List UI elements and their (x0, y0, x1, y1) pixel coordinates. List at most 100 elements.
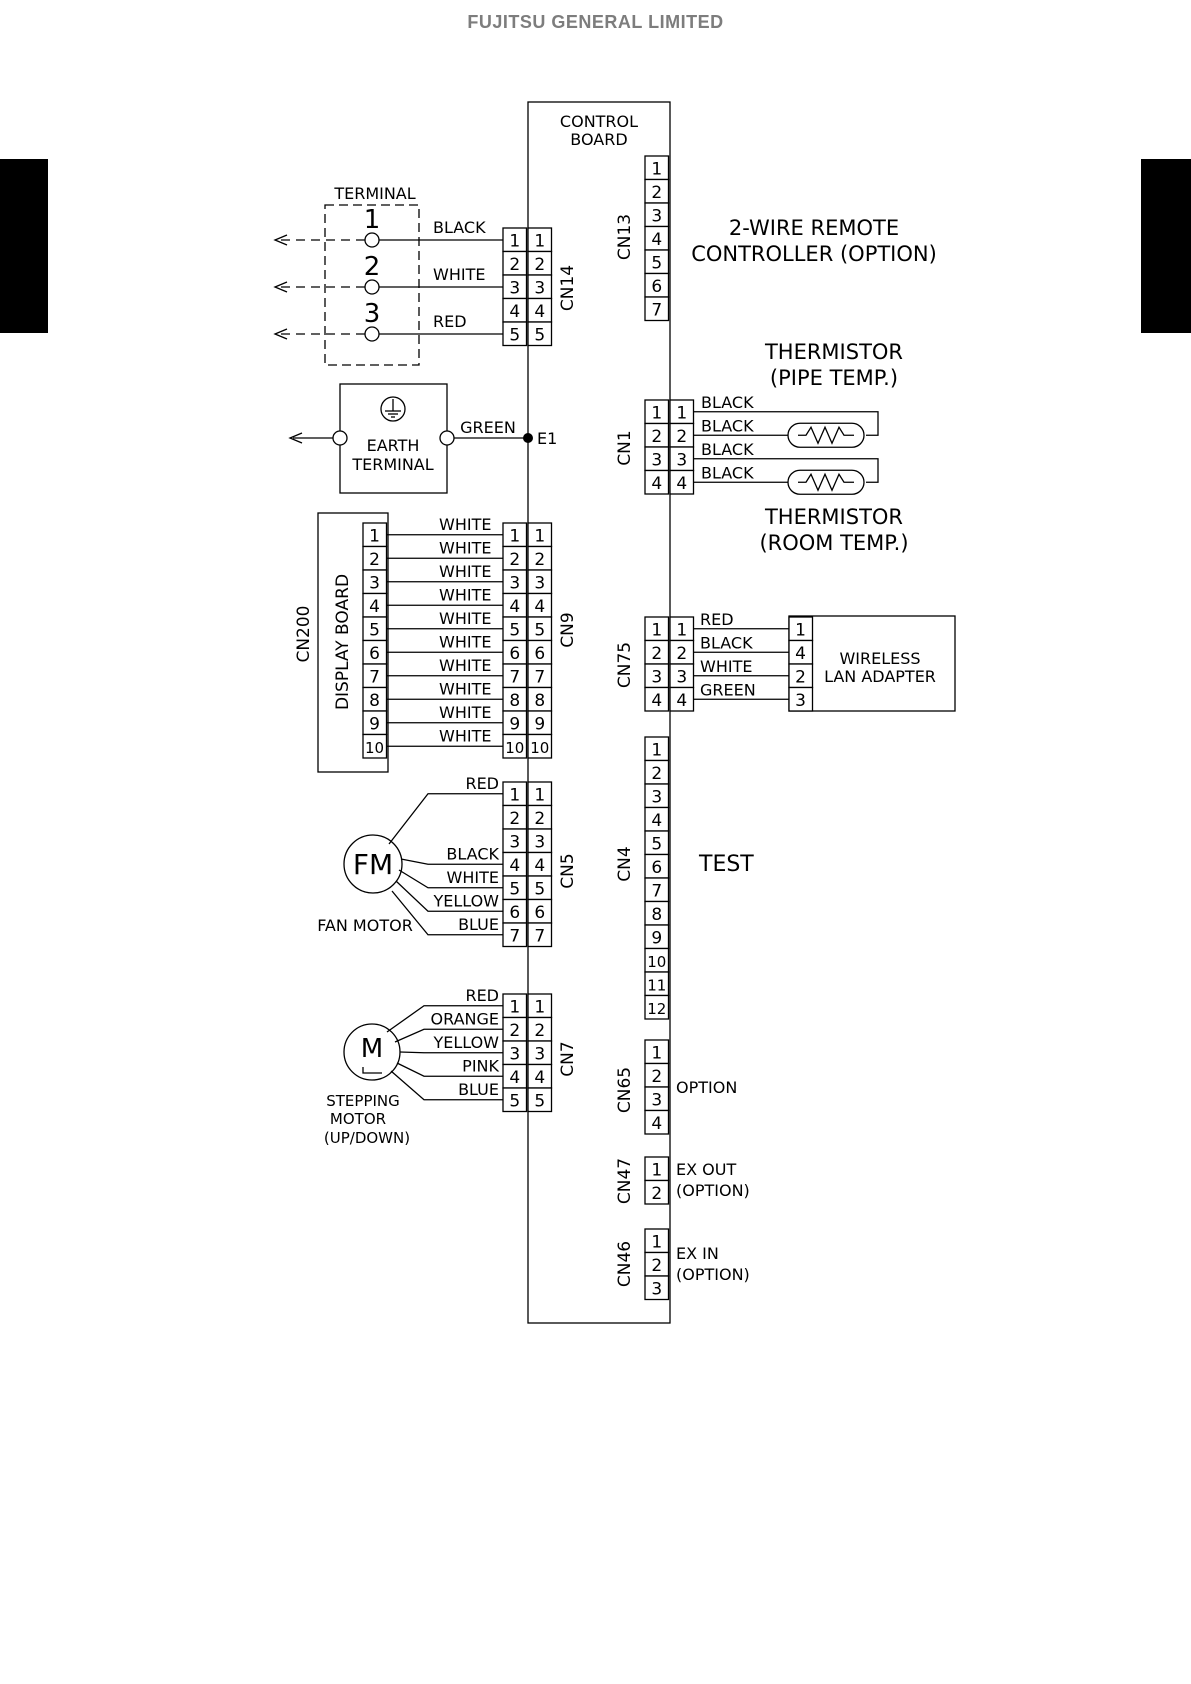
cn9-pin-number: 5 (534, 621, 545, 641)
cn9-pin-number: 8 (509, 691, 520, 711)
cn5-pin-number: 3 (534, 833, 545, 853)
cn5-pin-cell (527, 922, 553, 948)
cn14-pin-number: 3 (534, 279, 545, 299)
cn65-pin-number: 4 (651, 1114, 662, 1134)
cn13-description-1: 2-WIRE REMOTE (729, 216, 899, 240)
cn7-wire-label: YELLOW (432, 1033, 499, 1052)
fan-motor-symbol: FM (353, 848, 393, 881)
cn9-pin-number: 2 (509, 550, 520, 570)
cn65-name: CN65 (615, 1067, 635, 1113)
adapter-pin-number: 3 (795, 691, 806, 711)
cn13-pin-number: 7 (651, 301, 662, 321)
earth-point-label: E1 (537, 429, 557, 448)
cn7-pin-number: 5 (534, 1092, 545, 1112)
display-board-pin-number: 4 (369, 597, 380, 617)
stepping-motor-symbol: M (361, 1034, 383, 1064)
cn47-description-2: (OPTION) (676, 1181, 750, 1200)
cn9-wire-label: WHITE (439, 538, 491, 557)
cn9-wire-label: WHITE (439, 656, 491, 675)
cn13-pin-cell (644, 296, 670, 322)
cn75-pin-number: 3 (651, 668, 662, 688)
cn1-pin-number: 2 (651, 427, 662, 447)
cn75-pin-number: 3 (676, 668, 687, 688)
cn9-pin-number: 10 (505, 739, 524, 757)
cn7-pin-number: 5 (509, 1092, 520, 1112)
control-board-label-1: CONTROL (560, 112, 638, 131)
thermistor-symbol (787, 469, 865, 495)
cn9-wire-label: WHITE (439, 679, 491, 698)
adapter-pin-number: 4 (795, 644, 806, 664)
cn7-wire-label: ORANGE (431, 1009, 499, 1028)
cn4-pin-number: 5 (651, 835, 662, 855)
cn1-pin-cell (644, 469, 670, 495)
cn9-pin-number: 10 (530, 739, 549, 757)
cn1-wire-label: BLACK (701, 393, 754, 412)
display-board-pin-number: 2 (369, 550, 380, 570)
cn4-pin-number: 9 (651, 929, 662, 949)
cn9-pin-number: 7 (509, 668, 520, 688)
cn7-pin-number: 1 (509, 998, 520, 1018)
cn9-pin-number: 4 (509, 597, 520, 617)
cn75-pin-number: 2 (676, 644, 687, 664)
cn46-name: CN46 (615, 1241, 635, 1287)
cn65-pin-number: 1 (651, 1044, 662, 1064)
display-board-pin-number: 6 (369, 644, 380, 664)
cn4-pin-number: 12 (647, 1000, 666, 1018)
fan-motor-label: FAN MOTOR (317, 916, 413, 935)
terminal-wire-label: RED (433, 312, 467, 331)
cn13-pin-number: 1 (651, 160, 662, 180)
cn9-pin-number: 3 (534, 574, 545, 594)
cn9-wire-label: WHITE (439, 632, 491, 651)
cn9-pin-number: 1 (509, 527, 520, 547)
company-header: FUJITSU GENERAL LIMITED (467, 12, 724, 32)
cn13-pin-number: 6 (651, 277, 662, 297)
fan-motor: FM FAN MOTOR (317, 834, 413, 935)
earth-terminal: EARTH TERMINAL GREEN E1 (288, 383, 557, 494)
cn4-pin-number: 4 (651, 811, 662, 831)
cn46-description-2: (OPTION) (676, 1265, 750, 1284)
cn65-description: OPTION (676, 1078, 737, 1097)
cn5-pin-number: 6 (534, 903, 545, 923)
wireless-lan-adapter-label-2: LAN ADAPTER (824, 667, 936, 686)
cn7-pin-number: 4 (534, 1068, 545, 1088)
cn7-pin-number: 3 (509, 1045, 520, 1065)
cn7-pin-number: 2 (509, 1021, 520, 1041)
cn9-wire-label: WHITE (439, 515, 491, 534)
stepping-motor-label-1: STEPPING (326, 1092, 400, 1110)
cn7-wire-label: PINK (462, 1056, 499, 1075)
cn1-pin-number: 2 (676, 427, 687, 447)
cn9-pin-number: 3 (509, 574, 520, 594)
thermistor-symbol (787, 422, 865, 448)
cn5-pin-number: 7 (509, 927, 520, 947)
cn5-pin-number: 1 (509, 786, 520, 806)
cn4-pin-number: 1 (651, 741, 662, 761)
cn1-pin-number: 1 (651, 404, 662, 424)
cn4-name: CN4 (615, 846, 635, 881)
cn1-pin-number: 3 (651, 451, 662, 471)
stepping-motor-label-3: (UP/DOWN) (324, 1129, 410, 1147)
cn75-pin-number: 1 (651, 621, 662, 641)
cn9-pin-number: 9 (509, 715, 520, 735)
cn46-pin-number: 3 (651, 1280, 662, 1300)
cn1-pin-number: 3 (676, 451, 687, 471)
cn9-wire-label: WHITE (439, 609, 491, 628)
cn65-pin-cell (644, 1109, 670, 1135)
display-board-pin-number: 7 (369, 667, 380, 687)
cn14-pin-number: 1 (534, 232, 545, 252)
cn7-pin-number: 1 (534, 998, 545, 1018)
thermistor-pipe-label-1: THERMISTOR (764, 340, 903, 364)
terminal-pin-number: 3 (364, 299, 381, 329)
cn7-pin-number: 3 (534, 1045, 545, 1065)
display-board-pin-number: 8 (369, 691, 380, 711)
cn4-description: TEST (698, 852, 754, 877)
thermistor-room-label-1: THERMISTOR (764, 505, 903, 529)
cn4-pin-number: 3 (651, 788, 662, 808)
cn14-pin-number: 2 (509, 255, 520, 275)
adapter-pin-cell (788, 686, 814, 712)
cn65-pin-number: 2 (651, 1067, 662, 1087)
cn13-pin-number: 5 (651, 254, 662, 274)
cn75-pin-number: 2 (651, 644, 662, 664)
